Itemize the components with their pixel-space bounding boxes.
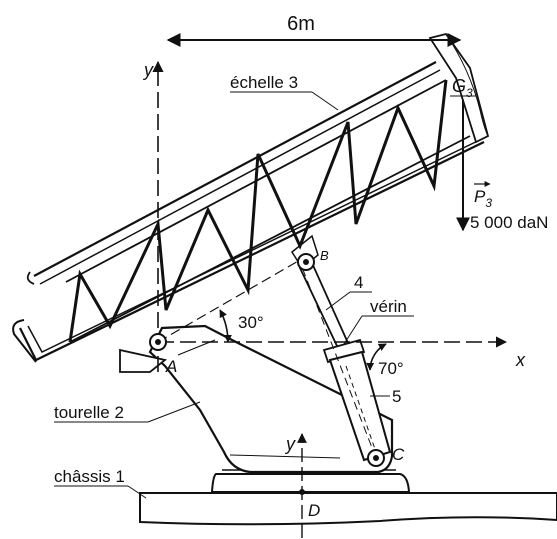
load-value: 5 000 daN (470, 213, 548, 232)
chassis-body (139, 492, 557, 526)
y-axis-label: y (142, 60, 154, 80)
turret-base (210, 469, 411, 493)
angle-70-arc (366, 343, 387, 371)
point-B-label: B (320, 248, 329, 263)
ladder (12, 32, 490, 373)
svg-text:P3: P3 (474, 187, 492, 210)
body-label: 5 (392, 387, 401, 406)
angle-70-label: 70° (378, 359, 404, 378)
dimension-label: 6m (287, 13, 315, 35)
point-C-label: C (392, 445, 405, 464)
chassis-label: châssis 1 (54, 467, 125, 486)
load-label: P3 5 000 daN (470, 181, 548, 232)
turret-label: tourelle 2 (54, 403, 124, 422)
angle-30-label: 30° (238, 313, 264, 332)
angle-30-arc (219, 309, 232, 343)
ladder-label: échelle 3 (230, 73, 298, 92)
joint-B (297, 253, 315, 271)
y-base-axis-label: y (284, 434, 296, 454)
cylinder-label: vérin (370, 297, 407, 316)
joint-C (367, 449, 385, 467)
ladder-axis (157, 259, 301, 343)
point-D-label: D (308, 501, 320, 520)
x-axis-label: x (515, 350, 526, 370)
point-A-label: A (165, 357, 177, 376)
point-D (299, 489, 305, 495)
cylinder-axis (299, 261, 377, 459)
point-G-label: G3 (452, 76, 473, 100)
joint-A (149, 333, 167, 351)
turret (148, 324, 394, 474)
rod-label: 4 (354, 273, 363, 292)
